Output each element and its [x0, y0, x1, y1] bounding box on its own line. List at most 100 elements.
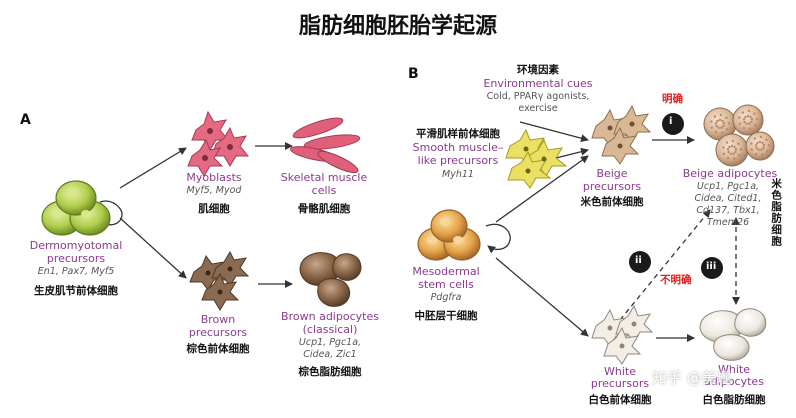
lipid-droplet: [739, 148, 743, 151]
lipid-droplet: [719, 113, 723, 117]
lipid-droplet: [715, 124, 718, 128]
brown-adipo-name-2: (classical): [302, 323, 358, 336]
meso-cn: 中胚层干细胞: [414, 310, 478, 322]
lipid-droplet: [731, 139, 735, 143]
myoblasts-markers: Myf5, Myod: [186, 185, 242, 196]
smooth-name-1: Smooth muscle–: [412, 141, 504, 154]
mesodermal-stem-cells: [417, 209, 481, 261]
white-pre-name-1: White: [604, 365, 636, 378]
brown-pre-cn: 棕色前体细胞: [186, 343, 250, 355]
meso-markers: Pdgfra: [430, 292, 462, 303]
beige-adipo-markers-3: Cd137, Tbx1,: [696, 205, 760, 216]
lipid-droplet: [725, 116, 728, 119]
brown-adipo-cn: 棕色脂肪细胞: [298, 366, 362, 378]
brown-pre-name-2: precursors: [188, 326, 248, 339]
lipid-droplet: [717, 126, 720, 129]
brown-adipo-markers-2: Cidea, Zic1: [303, 349, 357, 360]
lipid-droplet: [742, 118, 746, 121]
step-iii-label: iii: [706, 261, 717, 272]
skeletal-cn: 骨骼肌细胞: [297, 203, 351, 215]
lipid-droplet: [725, 141, 729, 144]
brown-pre-name-1: Brown: [200, 313, 236, 326]
brown-precursor-cells: [189, 250, 250, 311]
env-line-2: exercise: [518, 103, 558, 114]
lipid-droplet: [749, 115, 752, 119]
lipid-droplet: [713, 115, 717, 118]
beige-adipocyte-droplets: [710, 109, 771, 160]
lipid-droplet: [718, 118, 722, 122]
smooth-name-2: like precursors: [417, 154, 499, 167]
self-renew-dermo: [99, 200, 123, 230]
lipid-droplet: [726, 128, 729, 131]
lipid-droplet: [755, 118, 759, 121]
arrow-white-pre-to-beige-adipo-ii: [619, 209, 711, 321]
lipid-droplet: [756, 141, 759, 145]
lipid-droplet: [733, 145, 736, 149]
lipid-droplet: [755, 146, 758, 150]
dermomyotomal-cells: [41, 180, 111, 236]
lipid-droplet: [754, 144, 758, 147]
step-ii-label: ii: [635, 255, 642, 266]
lipid-droplet: [762, 146, 765, 150]
panel-a-arrows: [99, 142, 293, 288]
lipid-droplet: [733, 157, 736, 160]
beige-pre-name-2: precursors: [582, 180, 642, 193]
meso-name-1: Mesodermal: [412, 265, 480, 278]
lipid-droplet: [765, 138, 768, 141]
lipid-droplet: [760, 148, 763, 151]
dermo-markers: En1, Pax7, Myf5: [37, 266, 115, 277]
lipid-droplet: [767, 144, 771, 147]
lipid-droplet: [732, 152, 735, 155]
arrow-env-to-beige: [519, 121, 589, 143]
lipid-droplet: [729, 152, 732, 155]
lipid-droplet: [762, 144, 766, 147]
smooth-cn: 平滑肌样前体细胞: [416, 128, 500, 140]
lipid-droplet: [727, 150, 730, 154]
lipid-droplet: [741, 111, 745, 114]
lipid-droplet: [716, 119, 719, 123]
beige-adipo-markers-2: Cidea, Cited1,: [694, 193, 762, 204]
lipid-droplet: [722, 122, 726, 125]
beige-adipo-markers-1: Ucp1, Pgc1a,: [696, 181, 760, 192]
lipid-droplet: [714, 130, 718, 134]
myoblasts-cn: 肌细胞: [198, 203, 230, 215]
white-precursor-cells: [591, 304, 654, 365]
step-ii-marker: [629, 251, 651, 273]
lipid-droplet: [738, 116, 741, 119]
clear-label: 明确: [662, 93, 683, 105]
step-iii-marker: [701, 257, 723, 279]
arrow-meso-to-beige: [495, 155, 589, 223]
dermo-name-2: precursors: [46, 252, 106, 265]
myoblast-cells: [187, 110, 250, 177]
beige-pre-name-1: Beige: [596, 167, 628, 180]
lipid-droplet: [753, 112, 756, 115]
lipid-droplet: [753, 137, 757, 140]
lipid-droplet: [721, 119, 724, 123]
beige-adipo-markers-4: Tmem26: [706, 217, 750, 228]
lipid-droplet: [726, 148, 730, 151]
lipid-droplet: [757, 148, 760, 151]
env-line-1: Cold, PPARγ agonists,: [486, 91, 590, 102]
lipid-droplet: [710, 120, 713, 123]
myoblasts-name: Myoblasts: [186, 171, 242, 184]
lipid-droplet: [761, 141, 764, 145]
env-cn: 环境因素: [517, 64, 559, 76]
white-adipocyte-cells: [699, 308, 767, 361]
lipid-droplet: [728, 145, 731, 149]
beige-adipo-cn: 米色脂肪细胞: [770, 178, 783, 247]
lipid-droplet: [734, 150, 737, 154]
lipid-droplet: [761, 153, 764, 156]
brown-adipocyte-cells: [299, 252, 362, 307]
beige-precursor-cells: [591, 104, 652, 165]
meso-name-2: stem cells: [418, 278, 474, 291]
lipid-droplet: [710, 126, 713, 129]
lipid-droplet: [722, 124, 725, 128]
smooth-markers: Myh11: [442, 169, 474, 180]
white-pre-name-2: precursors: [590, 377, 650, 390]
skeletal-name-1: Skeletal muscle: [280, 171, 368, 184]
arrow-dermo-to-myoblasts: [119, 147, 187, 189]
lipid-droplet: [743, 120, 746, 124]
lipid-droplet: [750, 118, 754, 121]
lipid-droplet: [750, 142, 753, 145]
